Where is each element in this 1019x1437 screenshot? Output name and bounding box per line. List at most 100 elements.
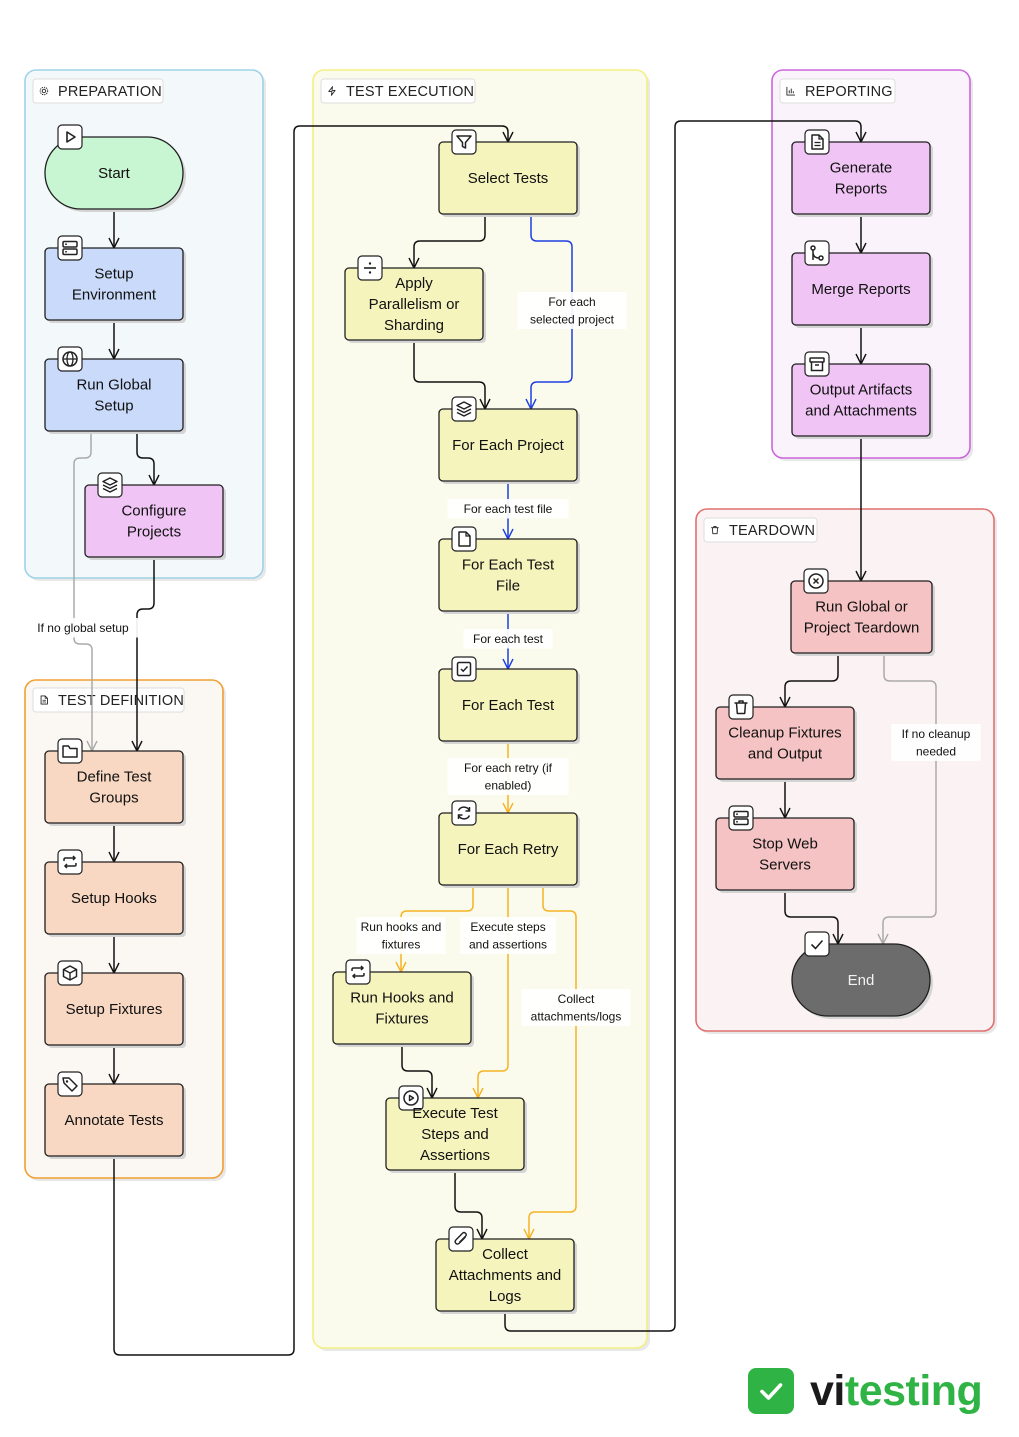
- node-label: Attachments and: [449, 1267, 562, 1284]
- node-label: Stop Web: [752, 836, 818, 853]
- group-title: TEST EXECUTION: [346, 84, 474, 100]
- refresh-icon: [451, 800, 477, 826]
- node-setup-hooks: Setup Hooks: [44, 849, 186, 937]
- edge-label-each-selected-project: For each selected project: [517, 292, 627, 329]
- edge-label-text: enabled): [485, 779, 532, 793]
- node-label: Parallelism or: [369, 296, 460, 313]
- edge-label-text: fixtures: [382, 938, 421, 952]
- group-title: TEST DEFINITION: [58, 693, 184, 709]
- group-label-box: [32, 78, 164, 104]
- brand-logo: vitesting: [748, 1366, 983, 1416]
- node-label: Run Global: [76, 377, 151, 394]
- edge-label-text: For each test file: [464, 502, 553, 516]
- edge-label-no-cleanup: If no cleanup needed: [891, 724, 981, 761]
- edge-label-text: attachments/logs: [531, 1010, 622, 1024]
- layers-icon: [97, 472, 123, 498]
- edge-collect-generate: [504, 120, 861, 1332]
- group-title: REPORTING: [805, 84, 893, 100]
- node-label: Start: [98, 165, 131, 182]
- node-merge-reports: Merge Reports: [791, 240, 933, 328]
- edge-label-text: Collect: [558, 992, 595, 1006]
- node-label: Setup: [94, 266, 133, 283]
- node-label: Sharding: [384, 317, 444, 334]
- node-label: Steps and: [421, 1126, 489, 1143]
- node-end: End: [791, 931, 933, 1019]
- node-label: Fixtures: [375, 1011, 428, 1028]
- checkbox-icon: [451, 656, 477, 682]
- node-label: Define Test: [77, 769, 153, 786]
- edge-annotate-select: [113, 125, 508, 1356]
- edge-apply-project: [413, 340, 485, 409]
- edge-label-text: For each retry (if: [464, 761, 553, 775]
- node-label: Execute Test: [412, 1105, 498, 1122]
- edge-label-text: needed: [916, 745, 956, 759]
- node-label: Assertions: [420, 1147, 490, 1164]
- node-label: End: [848, 972, 875, 989]
- edge-label-text: If no cleanup: [902, 727, 971, 741]
- package-icon: [57, 960, 83, 986]
- node-label: Generate: [830, 160, 893, 177]
- paperclip-icon: [448, 1226, 474, 1252]
- x-circle-icon: [803, 568, 829, 594]
- node-label: Annotate Tests: [65, 1112, 164, 1129]
- group-label-box: [779, 78, 896, 104]
- edge-stop-end: [784, 890, 838, 944]
- edge-label-text: selected project: [530, 313, 615, 327]
- node-for-each-retry: For Each Retry: [438, 800, 580, 888]
- node-annotate-tests: Annotate Tests: [44, 1071, 186, 1159]
- node-label: Select Tests: [468, 170, 549, 187]
- edge-configure-define: [137, 557, 155, 751]
- node-label: Output Artifacts: [810, 382, 913, 399]
- node-label: Environment: [72, 287, 157, 304]
- node-setup-fixtures: Setup Fixtures: [44, 960, 186, 1048]
- edge-teardown-cleanup: [785, 653, 839, 707]
- brand-name-dark: vi: [810, 1366, 845, 1415]
- archive-icon: [804, 351, 830, 377]
- server-icon: [728, 805, 754, 831]
- file-icon: [451, 526, 477, 552]
- play-icon: [57, 124, 83, 150]
- node-label: Groups: [89, 790, 138, 807]
- checkmark-icon: [748, 1368, 794, 1414]
- node-start: Start: [44, 124, 186, 212]
- globe-icon: [57, 346, 83, 372]
- trash-icon: [711, 526, 719, 535]
- node-label: Run Global or: [815, 599, 908, 616]
- file-text-icon: [804, 129, 830, 155]
- server-icon: [57, 235, 83, 261]
- node-label: For Each Project: [452, 437, 565, 454]
- node-label: Logs: [489, 1288, 522, 1305]
- node-label: Setup Hooks: [71, 890, 157, 907]
- node-label: Project Teardown: [804, 620, 920, 637]
- node-label: Collect: [482, 1246, 529, 1263]
- edge-label-each-retry: For each retry (if enabled): [447, 758, 569, 795]
- edge-retry-execute: [478, 885, 509, 1098]
- edge-label-text: If no global setup: [37, 621, 129, 635]
- repeat-icon: [57, 849, 83, 875]
- edge-label-text: and assertions: [469, 938, 547, 952]
- layers-icon: [451, 396, 477, 422]
- gear-icon: [39, 86, 49, 96]
- edge-label-each-test: For each test: [463, 629, 553, 649]
- node-run-teardown: Run Global or Project Teardown: [790, 568, 935, 656]
- node-label: Configure: [121, 503, 186, 520]
- group-label-box: [32, 687, 185, 713]
- node-label: Merge Reports: [811, 281, 910, 298]
- node-label: and Attachments: [805, 403, 917, 420]
- edge-globalsetup-configure: [136, 431, 154, 485]
- git-merge-icon: [804, 240, 830, 266]
- node-output-artifacts: Output Artifacts and Attachments: [791, 351, 933, 439]
- edge-label-text: For each: [548, 295, 595, 309]
- check-icon: [804, 931, 830, 957]
